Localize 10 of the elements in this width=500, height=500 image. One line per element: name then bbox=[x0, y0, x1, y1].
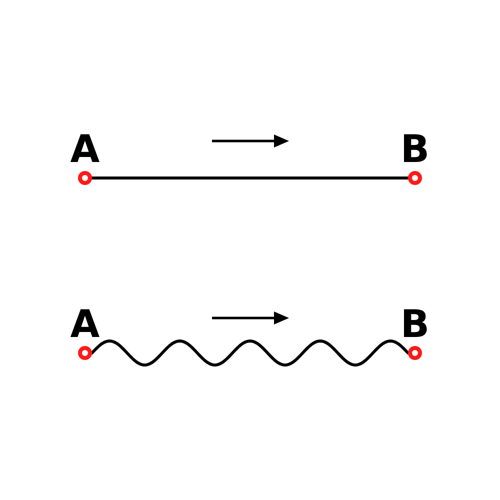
wavy-line bbox=[90, 340, 410, 366]
endpoint-circle bbox=[408, 346, 422, 360]
endpoint-circle bbox=[78, 346, 92, 360]
point-label: A bbox=[70, 305, 100, 343]
straight-line bbox=[90, 176, 410, 180]
point-label: A bbox=[70, 130, 100, 168]
endpoint-circle bbox=[408, 171, 422, 185]
point-label: B bbox=[400, 130, 430, 168]
point-label: B bbox=[400, 305, 430, 343]
endpoint-circle bbox=[78, 171, 92, 185]
